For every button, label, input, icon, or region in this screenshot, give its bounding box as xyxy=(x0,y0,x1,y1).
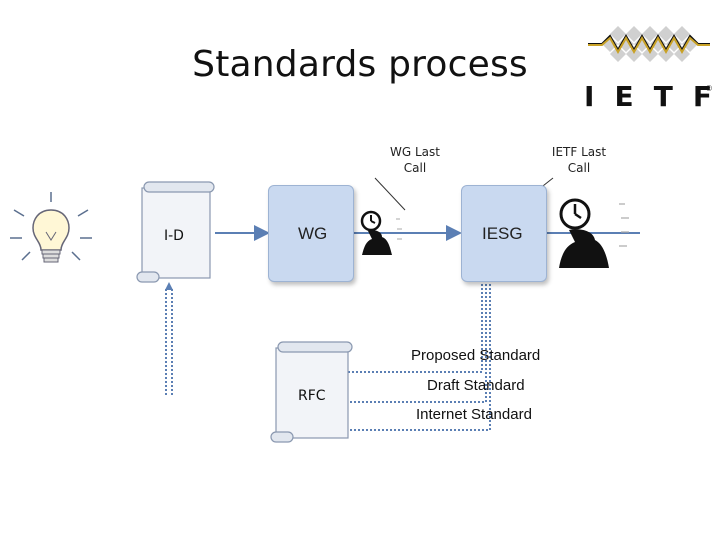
iesg-box xyxy=(461,185,547,282)
ietf-logo-mark xyxy=(588,26,710,62)
iesg-label: IESG xyxy=(482,224,523,243)
ietf-last-call-icon xyxy=(543,190,635,276)
page-title: Standards process xyxy=(192,44,528,85)
draft-document: I-D xyxy=(134,180,218,286)
wg-last-call-callout: WG Last Call xyxy=(390,145,440,175)
ietf-last-call-callout: IETF Last Call xyxy=(551,145,607,175)
callout-wg-last-call-line xyxy=(374,177,406,211)
arrow-rfc-to-id xyxy=(165,288,173,395)
arrow-iesg-to-rfc xyxy=(344,280,491,431)
logo-letter-f: F xyxy=(692,80,712,113)
ietf-logo: I E T F ® xyxy=(580,14,715,114)
registered-mark: ® xyxy=(706,84,712,93)
internet-standard-label: Internet Standard xyxy=(416,406,532,423)
wg-box xyxy=(268,185,354,282)
logo-letter-e: E xyxy=(614,80,634,113)
idea-lightbulb xyxy=(8,188,94,274)
rfc-label: RFC xyxy=(298,388,326,404)
wg-last-call-icon xyxy=(352,205,406,261)
draft-standard-label: Draft Standard xyxy=(427,377,525,394)
scroll-document-icon xyxy=(270,341,353,443)
logo-letter-t: T xyxy=(653,80,673,113)
stopwatch-runner-icon xyxy=(360,210,402,255)
wg-label: WG xyxy=(298,224,328,243)
rfc-document: RFC xyxy=(268,340,356,446)
scroll-document-icon xyxy=(136,181,215,283)
ietf-logo-letters: I E T F xyxy=(584,80,712,113)
stopwatch-runner-icon xyxy=(559,198,629,268)
logo-letter-i: I xyxy=(584,80,595,113)
proposed-standard-label: Proposed Standard xyxy=(411,347,541,364)
draft-label: I-D xyxy=(164,228,184,244)
lightbulb-icon xyxy=(10,192,92,263)
